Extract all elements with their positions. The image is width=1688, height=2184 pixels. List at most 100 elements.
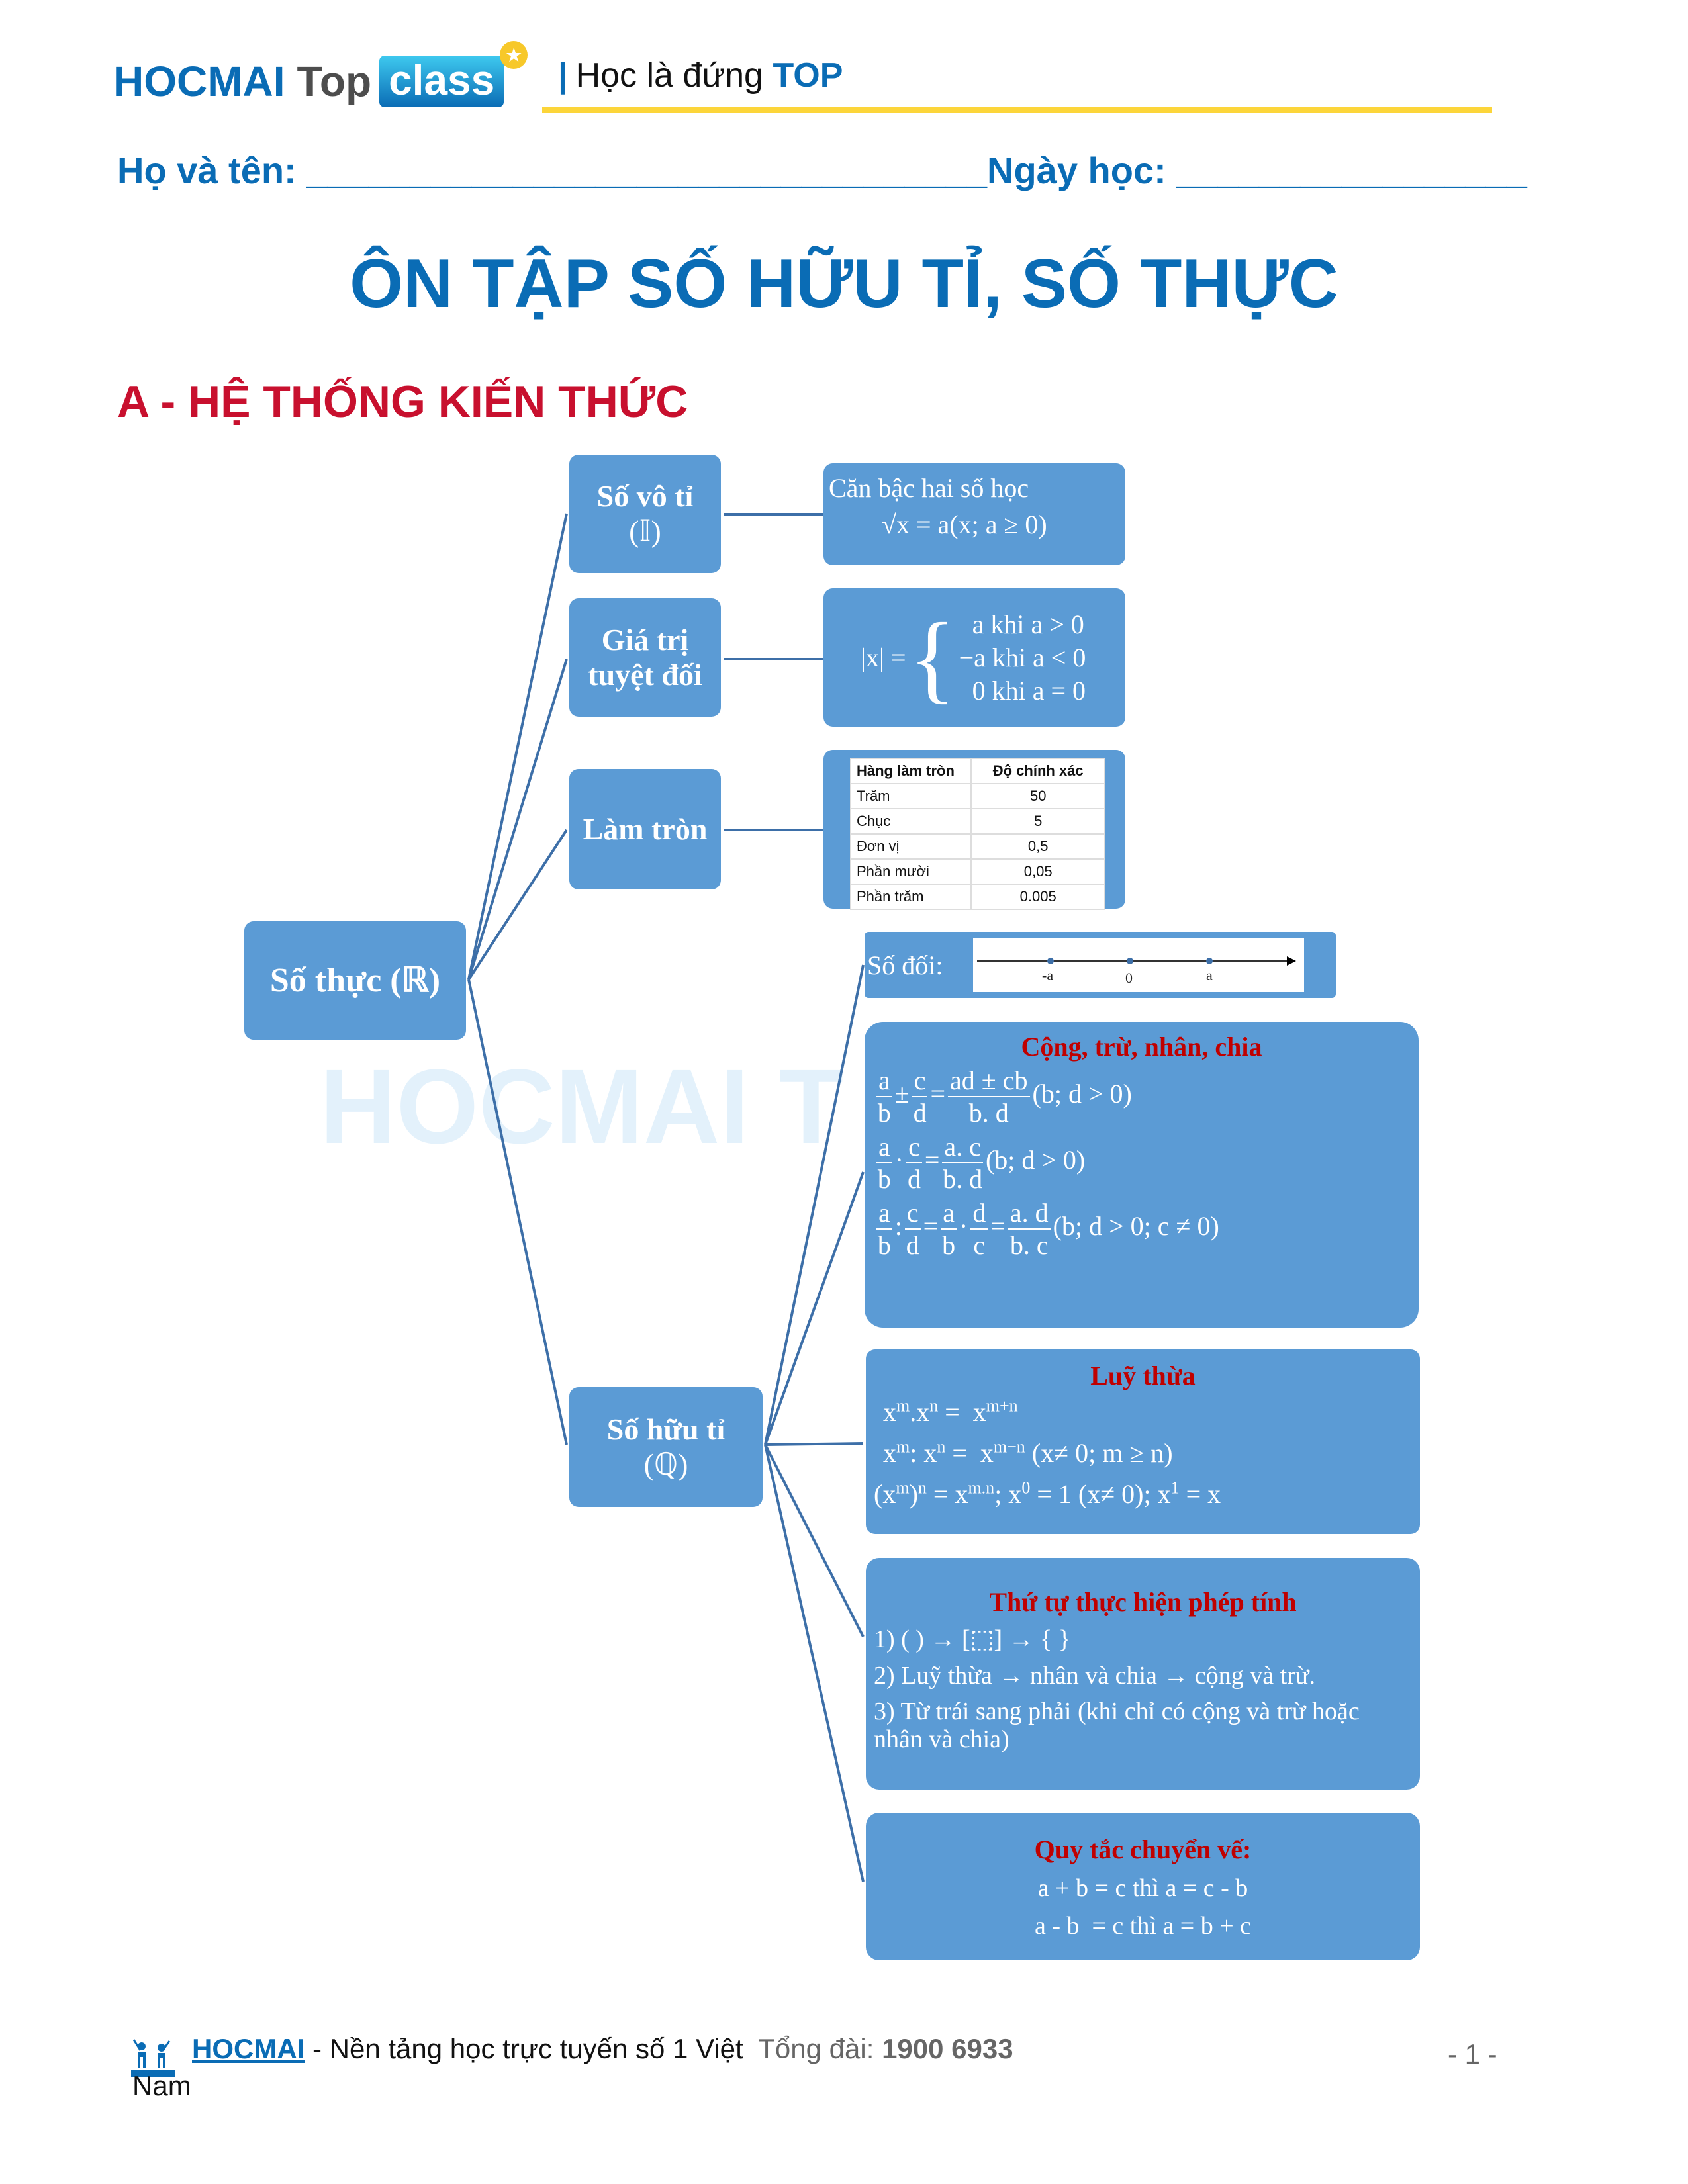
table-header: Độ chính xác [970, 758, 1105, 784]
node-so-huu-ti: Số hữu tỉ (ℚ) [569, 1387, 763, 1507]
student-info-row: Họ và tên: _____________________________… [117, 149, 1527, 192]
page-number: - 1 - [1448, 2038, 1497, 2070]
num: a [876, 1197, 892, 1230]
abs-case: a khi a > 0 [972, 609, 1084, 639]
term: x [883, 1438, 896, 1468]
cell: Phần trăm [849, 884, 972, 910]
power-rule-2: xm: xn = xm−n (x≠ 0; m ≥ n) [874, 1433, 1412, 1474]
hocmai-link[interactable]: HOCMAI [192, 2033, 305, 2064]
num: c [906, 1131, 922, 1163]
tagline-text: Học là đứng [575, 56, 763, 95]
connector [467, 513, 568, 980]
term: : x [910, 1438, 937, 1468]
exp: m [896, 1396, 910, 1416]
exp: m [896, 1478, 910, 1498]
op: = [923, 1211, 939, 1242]
node-label: tuyệt đối [588, 657, 702, 692]
section-heading: A - HỆ THỐNG KIẾN THỨC [117, 377, 688, 427]
exp: n [917, 1478, 927, 1498]
box-heading: Cộng, trừ, nhân, chia [1021, 1032, 1262, 1062]
op: = [924, 1145, 940, 1175]
cell: 50 [970, 783, 1105, 809]
so-doi-box: Số đối: -a 0 a [865, 932, 1336, 998]
power-rule-1: xm.xn = xm+n [874, 1392, 1412, 1433]
abs-case: 0 khi a = 0 [972, 675, 1086, 705]
term: (x [874, 1479, 896, 1509]
exp: n [937, 1437, 946, 1457]
abs-lhs: |x| = [861, 643, 906, 672]
node-lam-tron: Làm tròn [569, 769, 721, 889]
cell: 0,05 [970, 858, 1105, 885]
exp: m+n [986, 1396, 1018, 1416]
cell: Chục [849, 808, 972, 835]
yellow-rule [542, 107, 1492, 113]
op: : [894, 1211, 902, 1242]
exp: 0 [1021, 1478, 1031, 1498]
node-symbol: (ℚ) [643, 1447, 688, 1481]
quy-tac-chuyen-ve-box: Quy tắc chuyển vế: a + b = c thì a = c -… [866, 1813, 1420, 1960]
cell: Trăm [849, 783, 972, 809]
date-label: Ngày học: [987, 150, 1177, 191]
order-step: 3) Từ trái sang phải (khi chỉ có cộng và… [874, 1698, 1360, 1753]
can-bac-hai-box: Căn bậc hai số học √x = a(x; a ≥ 0) [823, 463, 1125, 565]
number-line: -a 0 a [973, 938, 1304, 992]
abs-value-box: |x| = { a khi a > 0 −a khi a < 0 0 khi a… [823, 588, 1125, 727]
watermark: HOCMAI T [320, 1047, 844, 1165]
arrow-icon [1287, 956, 1296, 966]
condition: (b; d > 0) [985, 1145, 1086, 1175]
tagline-bold: TOP [773, 56, 843, 95]
rule-line: a + b = c thì a = c - b [1037, 1874, 1248, 1902]
hotline-label: Tổng đài: [751, 2033, 882, 2064]
den: b [877, 1098, 891, 1128]
cell: Phần mười [849, 858, 972, 885]
den: d [913, 1098, 927, 1128]
point [1206, 958, 1213, 964]
table-header: Hàng làm tròn [849, 758, 972, 784]
hocmai-topclass-logo: HOCMAI Top class ★ [113, 41, 528, 107]
name-field[interactable]: _________________________________ [306, 150, 988, 191]
node-label: Số hữu tỉ [606, 1412, 726, 1446]
point [1127, 958, 1133, 964]
can-bac-hai-label: Căn bậc hai số học [829, 473, 1029, 503]
divider: | [558, 56, 568, 95]
order-step: 2) Luỹ thừa → nhân và chia → cộng và trừ… [874, 1662, 1315, 1690]
op: ± [894, 1079, 910, 1109]
term: x [883, 1397, 896, 1427]
cell: Đơn vị [849, 833, 972, 860]
date-field[interactable]: _________________ [1176, 150, 1527, 191]
term: = x [938, 1397, 986, 1427]
so-doi-label: Số đối: [867, 950, 943, 980]
condition: (b; d > 0; c ≠ 0) [1053, 1211, 1219, 1242]
num: c [904, 1197, 921, 1230]
den: b [877, 1164, 891, 1194]
op: · [959, 1211, 968, 1242]
num: d [970, 1197, 988, 1230]
footer-text: - Nền tảng học trực tuyến số 1 Việt [305, 2033, 751, 2064]
num: a. c [942, 1131, 983, 1163]
power-rule-3: (xm)n = xm.n; x0 = 1 (x≠ 0); x1 = x [874, 1474, 1412, 1515]
tick-label: 0 [1125, 970, 1133, 986]
num: a [941, 1197, 957, 1230]
order-step: 1) ( ) → [⬚] → { } [874, 1625, 1071, 1653]
thu-tu-box: Thứ tự thực hiện phép tính 1) ( ) → [⬚] … [866, 1558, 1420, 1790]
cell: 0,5 [970, 833, 1105, 860]
cell: 0.005 [970, 884, 1105, 910]
box-heading: Quy tắc chuyển vế: [1034, 1835, 1252, 1864]
node-so-thuc: Số thực (ℝ) [244, 921, 466, 1040]
op: · [894, 1145, 904, 1175]
term: = x [926, 1479, 968, 1509]
den: b [942, 1230, 956, 1260]
num: ad ± cb [948, 1065, 1030, 1097]
exp: 1 [1170, 1478, 1180, 1498]
num: a. d [1008, 1197, 1051, 1230]
